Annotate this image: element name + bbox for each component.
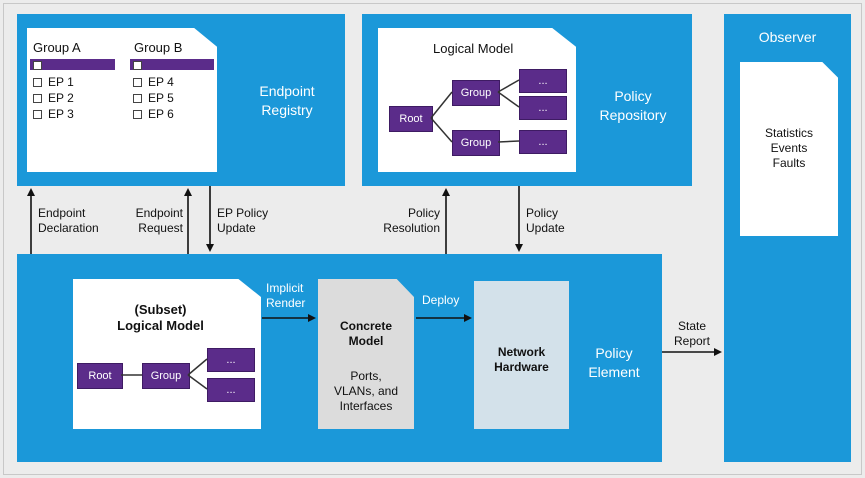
policy-repository-label-line2: Repository [599, 107, 667, 123]
policy-repository-label: Policy Repository [578, 87, 688, 125]
ep1-checkbox [33, 78, 42, 87]
endpoint-declaration-label: Endpoint Declaration [38, 206, 99, 236]
concrete-model-title: Concrete Model [318, 319, 414, 349]
policy-resolution-line2: Resolution [383, 221, 440, 235]
network-hardware-label: Network Hardware [474, 345, 569, 375]
endpoint-registry-label: Endpoint Registry [232, 82, 342, 120]
state-report-label: State Report [669, 319, 715, 349]
logical-leaf-node-1: ... [519, 69, 567, 93]
subset-model-title: (Subset) Logical Model [73, 302, 248, 334]
state-report-line1: State [677, 319, 707, 333]
network-hardware-line2: Hardware [494, 360, 549, 374]
endpoint-request-line2: Request [138, 221, 183, 235]
ep5-label: EP 5 [148, 91, 174, 105]
group-a-header-bar [30, 59, 115, 70]
policy-repository-label-line1: Policy [614, 88, 652, 104]
network-hardware-box [474, 281, 569, 429]
ep6-checkbox [133, 110, 142, 119]
endpoint-request-label: Endpoint Request [123, 206, 183, 236]
ep-policy-update-line2: Update [217, 221, 256, 235]
endpoint-registry-label-line2: Registry [261, 102, 313, 118]
group-b-header-checkbox [133, 61, 142, 70]
policy-resolution-label: Policy Resolution [368, 206, 440, 236]
concrete-desc-line3: Interfaces [339, 399, 393, 413]
subset-group-node: Group [142, 363, 190, 389]
group-b-title: Group B [134, 40, 183, 55]
group-a-header-checkbox [33, 61, 42, 70]
ep-policy-update-label: EP Policy Update [217, 206, 268, 236]
policy-element-label-line2: Element [588, 364, 640, 380]
group-a-title: Group A [33, 40, 81, 55]
deploy-label: Deploy [422, 293, 460, 307]
policy-update-label: Policy Update [526, 206, 565, 236]
subset-model-tree-lines [121, 358, 208, 390]
ep2-checkbox [33, 94, 42, 103]
subset-root-node: Root [77, 363, 123, 389]
ep6-label: EP 6 [148, 107, 174, 121]
policy-element-label: Policy Element [564, 344, 664, 382]
logical-group-node-2: Group [452, 130, 500, 156]
ep3-label: EP 3 [48, 107, 74, 121]
ep1-label: EP 1 [48, 75, 74, 89]
logical-leaf-node-3: ... [519, 130, 567, 154]
ep2-label: EP 2 [48, 91, 74, 105]
logical-group-node-1: Group [452, 80, 500, 106]
policy-element-label-line1: Policy [595, 345, 633, 361]
policy-resolution-line1: Policy [407, 206, 440, 220]
concrete-model-title-line2: Model [348, 334, 384, 348]
ep5-checkbox [133, 94, 142, 103]
group-b-header-bar [130, 59, 214, 70]
state-report-line2: Report [673, 334, 711, 348]
network-hardware-line1: Network [497, 345, 546, 359]
endpoint-declaration-line1: Endpoint [38, 206, 86, 220]
implicit-render-line2: Render [266, 296, 306, 310]
ep3-checkbox [33, 110, 42, 119]
policy-update-line1: Policy [526, 206, 559, 220]
logical-model-title: Logical Model [433, 41, 514, 56]
observer-label: Observer [758, 29, 817, 45]
observer-faults: Faults [772, 156, 806, 170]
endpoint-declaration-line2: Declaration [38, 221, 99, 235]
endpoint-registry-label-line1: Endpoint [259, 83, 315, 99]
policy-update-line2: Update [526, 221, 565, 235]
logical-model-tree-lines [430, 79, 520, 143]
endpoint-request-line1: Endpoint [135, 206, 183, 220]
ep4-checkbox [133, 78, 142, 87]
concrete-model-description: Ports, VLANs, and Interfaces [318, 369, 414, 414]
observer-statistics: Statistics [764, 126, 813, 140]
concrete-desc-line2: VLANs, and [333, 384, 399, 398]
observer-text: Statistics Events Faults [740, 126, 838, 171]
observer-events: Events [770, 141, 808, 155]
implicit-render-label: Implicit Render [266, 281, 305, 311]
subset-model-title-line2: Logical Model [117, 318, 204, 333]
logical-leaf-node-2: ... [519, 96, 567, 120]
implicit-render-line1: Implicit [266, 281, 304, 295]
subset-leaf-node-1: ... [207, 348, 255, 372]
subset-model-title-line1: (Subset) [134, 302, 187, 317]
concrete-desc-line1: Ports, [350, 369, 382, 383]
ep4-label: EP 4 [148, 75, 174, 89]
endpoint-registry-document [27, 28, 217, 172]
ep-policy-update-line1: EP Policy [217, 206, 269, 220]
concrete-model-document [318, 279, 414, 429]
subset-leaf-node-2: ... [207, 378, 255, 402]
observer-document [740, 62, 838, 236]
concrete-model-title-line1: Concrete [339, 319, 392, 333]
